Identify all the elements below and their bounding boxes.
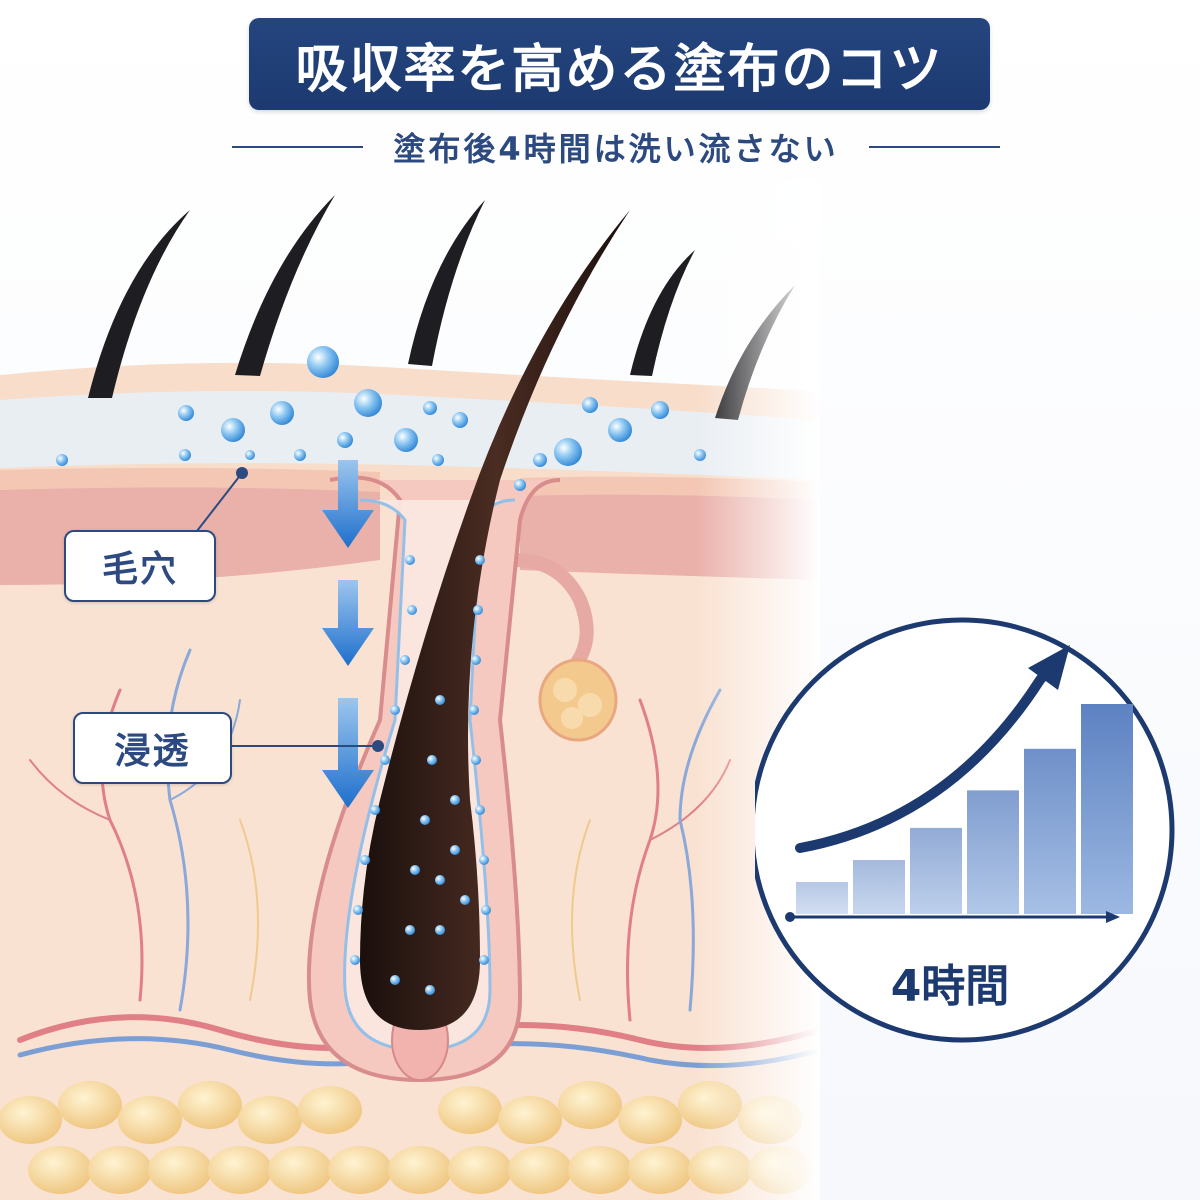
chart-bar xyxy=(1081,704,1133,914)
absorption-time-chart xyxy=(755,617,1175,1043)
growth-arrow-head xyxy=(1028,645,1070,690)
title-banner: 吸収率を高める塗布のコツ xyxy=(249,18,990,110)
penetration-label-text: 浸透 xyxy=(114,731,191,772)
chart-bar xyxy=(796,882,848,914)
page-title: 吸収率を高める塗布のコツ xyxy=(295,39,944,100)
skin-cross-section-illustration xyxy=(0,180,820,1200)
x-axis-label: 4時間 xyxy=(890,961,1010,1012)
chart-bar xyxy=(853,860,905,914)
subtitle-right-rule xyxy=(868,146,1000,148)
x-axis-arrowhead xyxy=(1106,911,1120,923)
growth-arrow-line xyxy=(795,663,1055,853)
chart-bar xyxy=(1024,748,1076,914)
subtitle-left-rule xyxy=(232,146,364,148)
chart-bar xyxy=(967,790,1019,914)
chart-circle xyxy=(755,617,1175,1043)
subtitle: 塗布後4時間は洗い流さない xyxy=(393,130,839,168)
chart-bar xyxy=(910,827,962,914)
pore-label: 毛穴 xyxy=(64,530,216,602)
subtitle-row: 塗布後4時間は洗い流さない xyxy=(232,122,1000,172)
penetration-label: 浸透 xyxy=(73,712,232,784)
x-axis-origin xyxy=(785,912,795,922)
chart-bars xyxy=(796,704,1133,914)
pore-label-text: 毛穴 xyxy=(101,549,178,590)
